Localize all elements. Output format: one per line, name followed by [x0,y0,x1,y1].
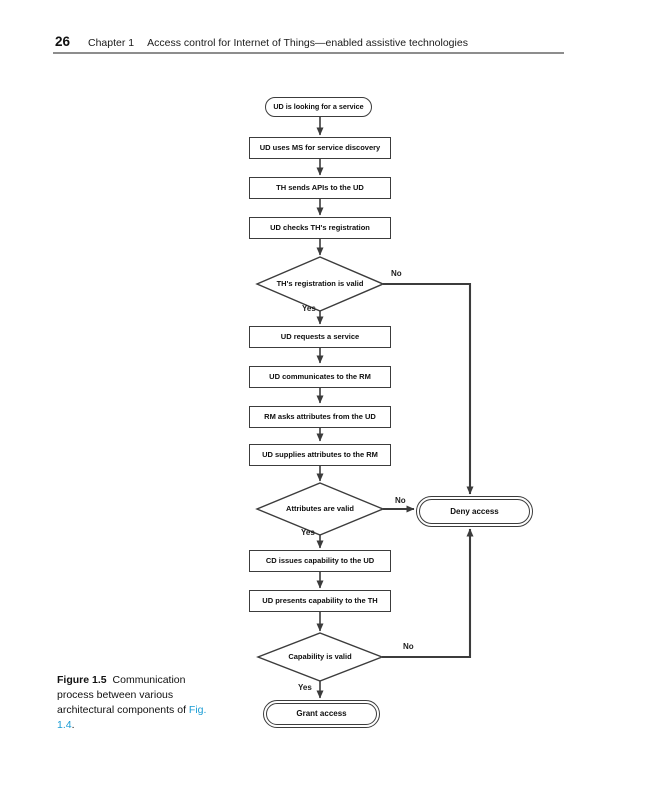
decision-attributes-valid-label: Attributes are valid [286,504,354,513]
node-ud-supplies-attributes: UD supplies attributes to the RM [249,444,391,466]
caption-text: Communication process between various ar… [57,674,186,716]
caption-figure-label: Figure 1.5 [57,674,107,686]
caption-link-fig-1-4[interactable]: Fig. 1.4 [57,704,207,731]
edge-label-yes-3: Yes [298,683,312,692]
page-number: 26 [55,34,71,49]
chapter-title: Access control for Internet of Things—en… [147,37,468,49]
node-ud-presents-capability: UD presents capability to the TH [249,590,391,612]
caption-period: . [71,719,75,731]
connector-d1-no-deny [383,282,474,495]
node-start: UD is looking for a service [265,97,372,117]
node-ud-communicates-rm: UD communicates to the RM [249,366,391,388]
header-rule [53,52,564,54]
node-ud-checks-registration: UD checks TH's registration [249,217,391,239]
node-cd-issues-capability: CD issues capability to the UD [249,550,391,572]
edge-label-no-1: No [391,269,402,278]
node-deny-access: Deny access [416,496,533,527]
connector-d3-no-deny [382,528,474,659]
running-header: Chapter 1 Access control for Internet of … [88,37,468,49]
edge-label-yes-2: Yes [301,528,315,537]
node-service-discovery: UD uses MS for service discovery [249,137,391,159]
decision-th-registration-valid-label: TH's registration is valid [276,279,364,288]
chapter-label: Chapter 1 [88,37,135,49]
decision-th-registration-valid-shape [255,256,385,312]
node-ud-requests-service: UD requests a service [249,326,391,348]
edge-label-yes-1: Yes [302,304,316,313]
edge-label-no-2: No [395,496,406,505]
figure-caption: Figure 1.5 Communication process between… [57,673,209,733]
decision-attributes-valid-shape [255,482,385,536]
edge-label-no-3: No [403,642,414,651]
decision-capability-valid-shape [256,632,384,682]
decision-capability-valid-label: Capability is valid [288,652,352,661]
node-th-sends-apis: TH sends APIs to the UD [249,177,391,199]
node-rm-asks-attributes: RM asks attributes from the UD [249,406,391,428]
node-grant-access: Grant access [263,700,380,728]
